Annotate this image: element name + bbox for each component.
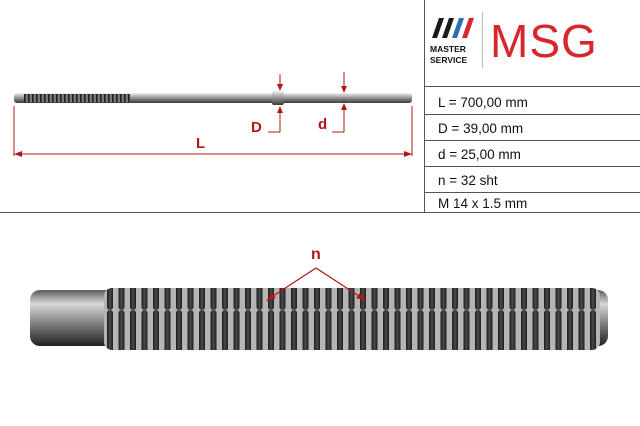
spec-inner-diameter: d = 25,00 mm (438, 147, 521, 162)
spec-divider-1 (424, 86, 640, 87)
spec-outer-diameter: D = 39,00 mm (438, 121, 524, 136)
master-service-emblem (432, 18, 474, 38)
rod-collar (272, 91, 284, 105)
spec-divider-4 (424, 166, 640, 167)
brand-logo: MASTER SERVICE MSG (428, 6, 636, 82)
top-divider (0, 212, 640, 213)
spec-divider-3 (424, 140, 640, 141)
dim-label-L: L (196, 135, 206, 152)
rack-teeth-closeup (30, 267, 608, 350)
dim-label-n: n (311, 246, 321, 263)
spec-tooth-count: n = 32 sht (438, 173, 498, 188)
brand-wordmark: MSG (490, 15, 598, 67)
brand-separator (482, 12, 483, 68)
spec-length: L = 700,00 mm (438, 95, 528, 110)
spec-thread: M 14 x 1.5 mm (438, 196, 528, 211)
spec-divider-2 (424, 114, 640, 115)
rack-side-view (13, 72, 413, 157)
spec-column-divider (424, 0, 425, 212)
closeup-teeth (104, 288, 600, 350)
brand-line-1: MASTER (430, 44, 466, 54)
dim-label-d: d (318, 116, 328, 133)
spec-divider-5 (424, 192, 640, 193)
rod-teeth (24, 94, 130, 102)
brand-line-2: SERVICE (430, 55, 468, 65)
dim-label-D: D (251, 119, 262, 136)
